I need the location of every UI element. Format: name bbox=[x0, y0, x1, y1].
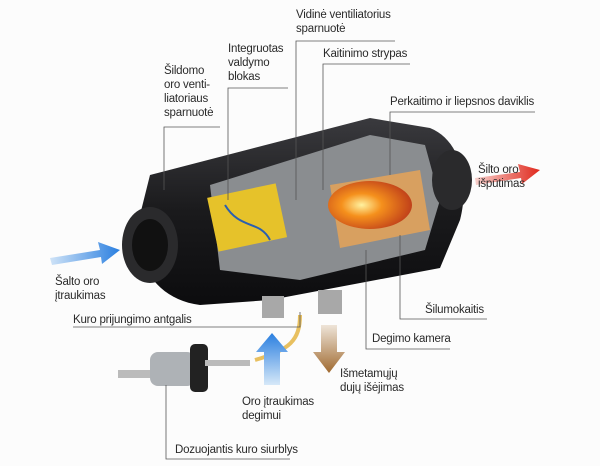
exhaust-arrow bbox=[313, 325, 345, 373]
air-outlet bbox=[432, 150, 472, 210]
exhaust-nozzle bbox=[318, 290, 342, 314]
label-line: Degimo kamera bbox=[372, 333, 451, 345]
label-line: blokas bbox=[228, 71, 261, 83]
label-flame-sensor: Perkaitimo ir liepsnos daviklis bbox=[390, 95, 534, 109]
label-line: dujų išėjimas bbox=[340, 382, 404, 394]
label-line: Šildomo bbox=[164, 65, 205, 77]
label-glow-pin: Kaitinimo strypas bbox=[323, 47, 407, 61]
label-line: Kuro prijungimo antgalis bbox=[73, 314, 192, 326]
label-line: Išmetamųjų bbox=[340, 368, 398, 380]
label-warm-air-out: Šilto oro išpūtimas bbox=[478, 163, 525, 191]
fuel-nozzle bbox=[262, 296, 284, 318]
label-line: Perkaitimo ir liepsnos daviklis bbox=[390, 96, 534, 108]
label-line: Oro įtraukimas bbox=[242, 396, 314, 408]
label-cold-air-in: Šalto oro įtraukimas bbox=[55, 275, 106, 303]
label-line: Kaitinimo strypas bbox=[323, 48, 408, 60]
cold-air-arrow bbox=[50, 242, 120, 265]
label-exhaust-out: Išmetamųjų dujų išėjimas bbox=[340, 367, 404, 395]
label-fuel-pump: Dozuojantis kuro siurblys bbox=[175, 443, 298, 457]
label-line: sparnuotė bbox=[164, 107, 214, 119]
label-line: išpūtimas bbox=[478, 178, 525, 190]
label-line: valdymo bbox=[228, 57, 270, 69]
label-line: liatoriaus bbox=[164, 93, 209, 105]
label-combustion-chamber: Degimo kamera bbox=[372, 332, 451, 346]
label-line: Dozuojantis kuro siurblys bbox=[175, 444, 298, 456]
label-line: Šilumokaitis bbox=[425, 304, 484, 316]
label-control-unit: Integruotas valdymo blokas bbox=[228, 42, 284, 84]
label-line: oro venti- bbox=[164, 79, 210, 91]
fuel-pump bbox=[118, 344, 250, 392]
label-line: Integruotas bbox=[228, 43, 284, 55]
combustion-air-arrow bbox=[256, 333, 288, 385]
label-line: degimui bbox=[242, 410, 281, 422]
label-combustion-air-in: Oro įtraukimas degimui bbox=[242, 395, 314, 423]
label-fuel-connector: Kuro prijungimo antgalis bbox=[73, 313, 192, 327]
label-inner-fan: Vidinė ventiliatorius sparnuotė bbox=[296, 8, 391, 36]
warm-air-arrow bbox=[475, 164, 540, 185]
cutaway-interior bbox=[210, 135, 440, 280]
label-heated-air-fan: Šildomo oro venti-liatoriaus sparnuotė bbox=[164, 64, 214, 120]
label-line: Šilto oro bbox=[478, 164, 519, 176]
label-line: Šalto oro bbox=[55, 276, 100, 288]
flame bbox=[328, 181, 412, 229]
label-line: Vidinė ventiliatorius bbox=[296, 9, 391, 21]
label-line: įtraukimas bbox=[55, 290, 106, 302]
label-line: sparnuotė bbox=[296, 23, 346, 35]
label-heat-exchanger: Šilumokaitis bbox=[425, 303, 484, 317]
leader-lines bbox=[73, 40, 535, 460]
